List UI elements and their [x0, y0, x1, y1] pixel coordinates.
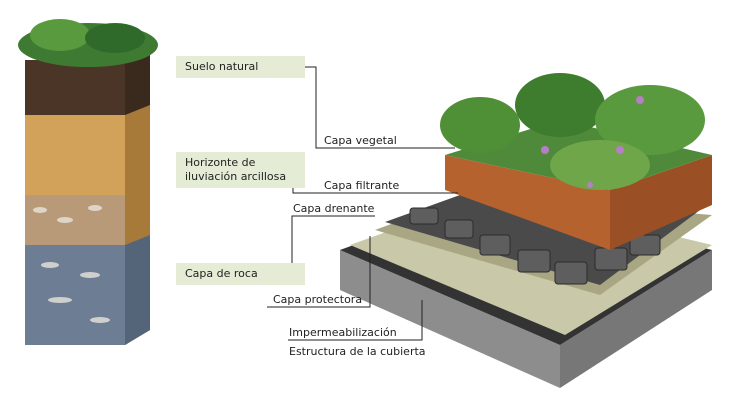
label-capa-drenante: Capa drenante	[293, 202, 375, 215]
label-estructura-cubierta: Estructura de la cubierta	[289, 345, 426, 358]
label-impermeabilizacion: Impermeabilización	[289, 326, 397, 339]
label-capa-protectora: Capa protectora	[273, 293, 363, 306]
label-rock-layer: Capa de roca	[176, 263, 305, 285]
soil-column-illustration	[18, 19, 158, 345]
label-natural-soil: Suelo natural	[176, 56, 305, 78]
leader-lines	[267, 66, 458, 341]
label-capa-filtrante: Capa filtrante	[324, 179, 400, 192]
green-roof-illustration	[340, 73, 712, 388]
label-capa-vegetal: Capa vegetal	[324, 134, 397, 147]
